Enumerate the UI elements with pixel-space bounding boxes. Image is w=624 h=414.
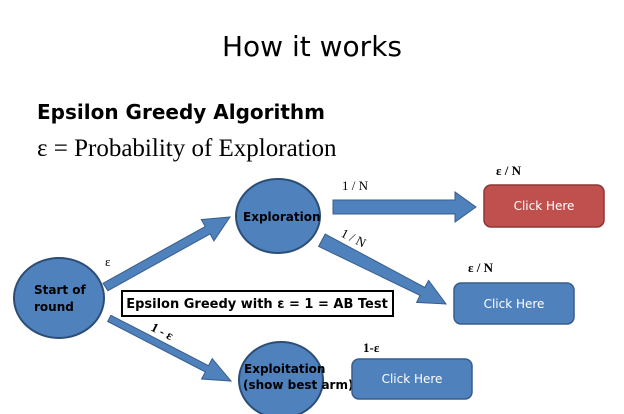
click-here-button-bottom[interactable]: Click Here — [351, 358, 473, 400]
start-node-label-line2: round — [34, 300, 74, 314]
start-node-label-line1: Start of — [34, 283, 87, 297]
algorithm-subtitle: Epsilon Greedy Algorithm — [37, 100, 326, 124]
exploration-node-label: Exploration — [243, 210, 321, 224]
arrow-exploration-to-middle — [317, 233, 448, 305]
exploitation-node-label-line2: (show best arm) — [243, 378, 353, 392]
click-here-button-top-label: Click Here — [514, 199, 575, 213]
edge-label-epsilon: ε — [105, 254, 111, 269]
click-here-button-bottom-label: Click Here — [382, 372, 443, 386]
arrow-exploration-to-top — [332, 191, 477, 223]
exploitation-node — [238, 341, 324, 414]
click-here-button-middle[interactable]: Click Here — [453, 282, 575, 325]
arrow-start-to-exploitation — [107, 314, 233, 382]
exploration-node — [235, 178, 321, 254]
button-prob-middle: ε / N — [468, 260, 494, 275]
click-here-button-middle-label: Click Here — [484, 297, 545, 311]
edge-label-top-1-over-n: 1 / N — [342, 178, 369, 193]
ab-test-callout-text: Epsilon Greedy with ε = 1 = AB Test — [126, 297, 388, 312]
start-node — [13, 257, 105, 339]
exploitation-node-label-line1: Exploitation — [244, 362, 325, 376]
button-prob-bottom: 1-ε — [363, 340, 380, 355]
click-here-button-top[interactable]: Click Here — [483, 184, 605, 228]
slide-title: How it works — [222, 30, 402, 63]
ab-test-callout — [121, 290, 394, 317]
arrow-start-to-exploration — [102, 216, 231, 292]
epsilon-definition: ε = Probability of Exploration — [37, 135, 337, 162]
button-prob-top: ε / N — [496, 163, 522, 178]
